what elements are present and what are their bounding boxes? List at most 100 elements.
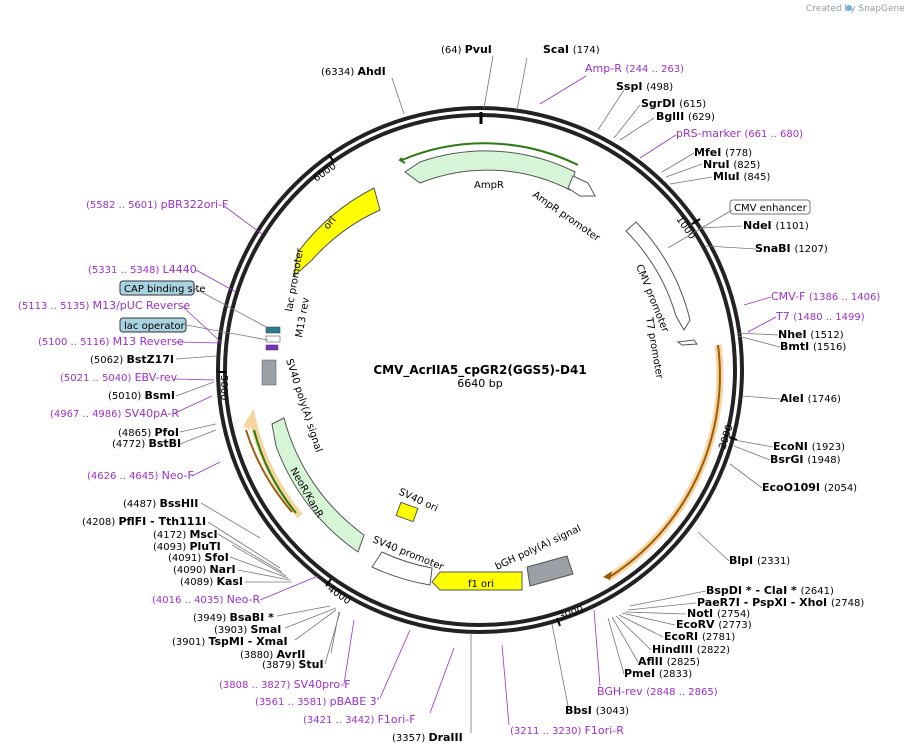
site-label-ecorv: EcoRV (2773) [676, 618, 752, 631]
ori-feature [293, 187, 381, 278]
site-position: (3880) [240, 650, 276, 661]
sv40promoter-feature [371, 551, 433, 586]
grey-feature-left [261, 359, 277, 386]
site-position: (3421 .. 3442) [303, 715, 378, 726]
site-position: (825) [733, 160, 760, 171]
boxed-labels: CMV enhancer CAP binding site lac operat… [119, 199, 811, 341]
tick-6000 [328, 154, 335, 163]
site-label-f1orif: (3421 .. 3442) F1ori-F [303, 713, 416, 726]
leader-lines [174, 55, 781, 733]
site-label-bsrgi: BsrGI (1948) [770, 453, 841, 466]
snapgene-logo-icon [846, 5, 852, 11]
site-position: (2773) [718, 620, 751, 631]
plasmid-length: 6640 bp [457, 377, 502, 390]
backbone-outer [216, 106, 744, 634]
site-name: Amp-R [585, 62, 625, 75]
cmv-enhancer-label: CMV enhancer [734, 203, 808, 214]
site-label-pbr322: (5582 .. 5601) pBR322ori-F [86, 198, 228, 211]
site-name: HindIII [652, 643, 697, 656]
site-name: BmtI [780, 340, 813, 353]
site-label-pfoi: (4865) PfoI [118, 426, 179, 439]
site-label-sfoi: (4091) SfoI [168, 551, 229, 564]
site-position: (2848 .. 2865) [646, 687, 718, 698]
site-name: BstZ17I [126, 353, 174, 366]
site-label-bsmi: (5010) BsmI [108, 389, 175, 402]
site-label-ebv: (5021 .. 5040) EBV-rev [60, 371, 178, 384]
site-name: MfeI [694, 146, 725, 159]
site-name: BlpI [729, 554, 757, 567]
site-label-hindiii: HindIII (2822) [652, 643, 730, 656]
sv40ori-feature [395, 501, 419, 523]
site-position: (3561 .. 3581) [255, 697, 330, 708]
site-position: (845) [743, 172, 770, 183]
site-position: (5113 .. 5135) [18, 301, 93, 312]
site-position: (3903) [214, 625, 250, 636]
site-name: pBR322ori-F [161, 198, 229, 211]
site-position: (4091) [168, 553, 204, 564]
site-position: (2825) [667, 657, 700, 668]
site-label-nrui: NruI (825) [703, 158, 760, 171]
site-label-sspi: SspI (498) [616, 80, 673, 93]
site-label-blpi: BlpI (2331) [729, 554, 790, 567]
credit-text: Created by SnapGene [806, 4, 904, 14]
site-label-nhei: NheI (1512) [778, 328, 844, 341]
site-label-pmei: PmeI (2833) [624, 667, 692, 680]
site-name: SV40pA-R [125, 407, 180, 420]
site-label-pvui: (64) PvuI [441, 43, 492, 56]
site-label-smai: (3903) SmaI [214, 623, 281, 636]
site-name: BspDI * - ClaI * [706, 584, 801, 597]
site-label-msci: (4172) MscI [153, 528, 218, 541]
site-label-stui: (3879) StuI [262, 658, 324, 671]
site-name: T7 [775, 310, 793, 323]
site-position: (3357) [392, 733, 428, 744]
site-label-mfei: MfeI (778) [694, 146, 752, 159]
cmv-promoter-feature [625, 221, 691, 331]
site-name: EBV-rev [135, 371, 178, 384]
site-position: (2822) [697, 645, 730, 656]
site-name: PaeR7I - PspXI - XhoI [697, 596, 831, 609]
site-label-ecoo109i: EcoO109I (2054) [762, 481, 857, 494]
site-name: EcoNI [773, 440, 812, 453]
site-label-m13puc: (5113 .. 5135) M13/pUC Reverse [18, 299, 190, 312]
site-position: (4865) [118, 428, 154, 439]
site-name: SnaBI [755, 242, 794, 255]
tick-3000 [556, 617, 561, 627]
orf-arrowhead [603, 571, 612, 580]
site-position: (2331) [757, 556, 790, 567]
site-name: ScaI [543, 43, 573, 56]
site-name: AhdI [357, 65, 385, 78]
site-name: BglII [656, 110, 688, 123]
f1ori-feature [431, 571, 523, 591]
lacop-label: lac operator [124, 321, 185, 332]
site-name: BsmI [144, 389, 175, 402]
site-name: NdeI [743, 219, 775, 232]
site-position: (3043) [596, 706, 629, 717]
bgh-feature [526, 555, 574, 587]
site-label-l4440: (5331 .. 5348) L4440 [88, 263, 197, 276]
site-position: (174) [573, 45, 600, 56]
site-name: KasI [216, 575, 243, 588]
site-name: CMV-F [771, 290, 809, 303]
site-position: (244 .. 263) [625, 64, 684, 75]
site-name: DraIII [428, 731, 462, 744]
site-name: Neo-R [227, 593, 261, 606]
site-label-sv40pro: (3808 .. 3827) SV40pro-F [219, 678, 351, 691]
site-label-noti: NotI (2754) [687, 607, 750, 620]
site-label-pbabe: (3561 .. 3581) pBABE 3' [255, 695, 380, 708]
site-position: (1746) [808, 394, 841, 405]
tick-4000 [325, 578, 332, 587]
site-name: AleI [780, 392, 808, 405]
site-label-ecori: EcoRI (2781) [664, 630, 735, 643]
site-name: L4440 [163, 263, 197, 276]
site-name: EcoO109I [762, 481, 824, 494]
site-name: StuI [298, 658, 323, 671]
site-position: (4626 .. 4645) [87, 471, 162, 482]
site-label-bspdi: BspDI * - ClaI * (2641) [706, 584, 834, 597]
site-position: (5582 .. 5601) [86, 200, 161, 211]
site-position: (1512) [810, 330, 843, 341]
site-label-bbsi: BbsI (3043) [565, 704, 629, 717]
site-label-neor_p: (4016 .. 4035) Neo-R [152, 593, 261, 606]
site-label-paer7i: PaeR7I - PspXI - XhoI (2748) [697, 596, 864, 609]
cap-leader [193, 287, 271, 330]
